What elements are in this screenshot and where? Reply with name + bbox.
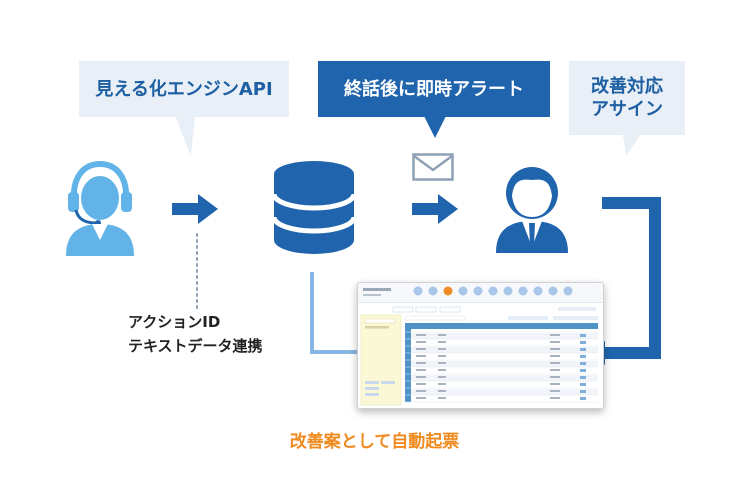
improvement-assign-bubble: 改善対応 アサイン <box>569 61 685 135</box>
database-icon <box>271 161 357 254</box>
visualization-api-label: 見える化エンジンAPI <box>95 78 273 100</box>
headset-operator-icon <box>66 160 134 256</box>
alert-after-call-bubble-tail <box>424 116 446 138</box>
ticket-management-screen <box>357 282 604 409</box>
businessman-icon <box>496 167 568 253</box>
improvement-assign-label-line1: 改善対応 <box>591 76 663 97</box>
improvement-assign-label-line2: アサイン <box>591 99 663 120</box>
arrow-operator-to-database <box>172 194 218 224</box>
visualization-api-bubble-tail <box>175 116 201 156</box>
arrow-database-to-manager <box>412 194 458 224</box>
visualization-api-bubble: 見える化エンジンAPI <box>79 61 289 117</box>
improvement-assign-bubble-tail <box>617 134 641 156</box>
auto-ticket-caption: 改善案として自動起票 <box>289 432 460 452</box>
alert-after-call-bubble: 終話後に即時アラート <box>318 61 550 117</box>
action-id-caption-line2: テキストデータ連携 <box>128 337 263 355</box>
action-id-caption-line1: アクションID <box>128 313 221 331</box>
alert-after-call-label: 終話後に即時アラート <box>344 78 524 100</box>
mail-icon <box>412 153 454 181</box>
ticket-screen-preview <box>358 283 603 408</box>
dotted-connector <box>196 233 198 311</box>
action-id-caption: アクションID テキストデータ連携 <box>128 310 263 358</box>
